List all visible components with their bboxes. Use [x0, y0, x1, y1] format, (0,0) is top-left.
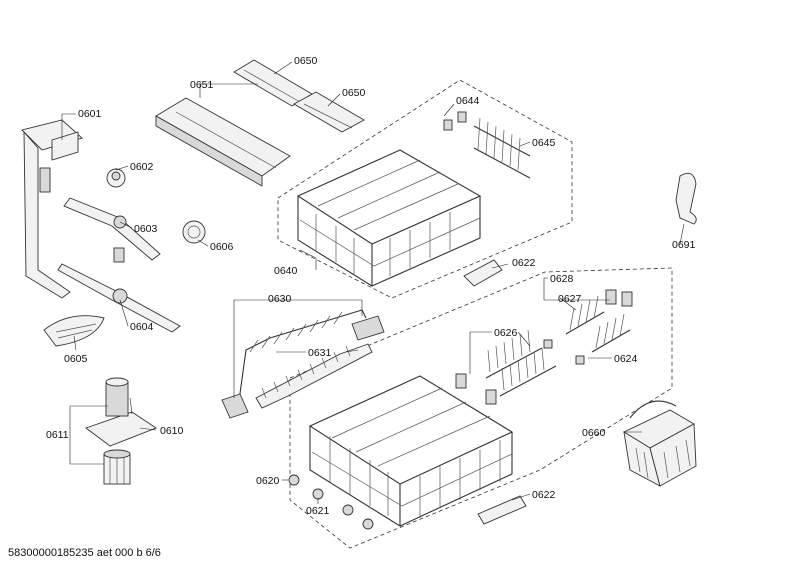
label-0601: 0601: [78, 108, 102, 120]
label-0650-lower: 0650: [342, 87, 366, 99]
label-0605: 0605: [64, 353, 88, 365]
basket-wheel: [288, 474, 374, 530]
tine-hinge-clips: [605, 289, 633, 307]
label-0606: 0606: [210, 241, 234, 253]
upper-spray-arm: [63, 197, 161, 263]
document-footer: 58300000185235 aet 000 b 6/6: [8, 547, 161, 559]
label-0621: 0621: [306, 505, 330, 517]
label-0624: 0624: [614, 353, 638, 365]
lower-spray-arm: [57, 263, 181, 333]
upper-basket: [296, 149, 482, 287]
label-0626: 0626: [494, 327, 518, 339]
label-0631: 0631: [308, 347, 332, 359]
leader-lines: [61, 61, 685, 504]
basket-clip: [443, 111, 467, 131]
label-0627: 0627: [558, 293, 582, 305]
tine-row: [255, 343, 373, 409]
label-0640: 0640: [274, 265, 298, 277]
filter-cap: [182, 220, 206, 244]
label-0622-upper: 0622: [512, 257, 536, 269]
lower-basket-group-outline: [289, 267, 673, 549]
label-0620: 0620: [256, 475, 280, 487]
label-0660: 0660: [582, 427, 606, 439]
basket-bracket-lower: [477, 495, 527, 525]
spray-arm-hub: [106, 168, 126, 188]
label-0650-upper: 0650: [294, 55, 318, 67]
cutlery-basket: [623, 400, 697, 487]
cutlery-tray: [155, 97, 291, 187]
label-0630: 0630: [268, 293, 292, 305]
lower-basket: [308, 375, 514, 527]
spray-arm-pipe: [21, 119, 83, 299]
label-0604: 0604: [130, 321, 154, 333]
label-0611: 0611: [46, 429, 69, 441]
tray-insert-lower: [293, 91, 365, 133]
basket-bracket-upper: [463, 259, 503, 287]
folding-tine-rack: [221, 309, 385, 419]
label-0602: 0602: [130, 161, 154, 173]
rack-handle: [675, 172, 697, 225]
label-0651: 0651: [190, 79, 214, 91]
plate-tine-rack-front: [455, 329, 557, 405]
micro-filter-plate: [85, 377, 157, 447]
cup-shelf-rack: [473, 117, 531, 179]
label-0628: 0628: [550, 273, 574, 285]
fine-filter-cylinder: [103, 449, 131, 485]
label-0645: 0645: [532, 137, 556, 149]
label-0622-lower: 0622: [532, 489, 556, 501]
label-0644: 0644: [456, 95, 480, 107]
plate-tine-rack-rear: [543, 295, 631, 365]
spray-arm-disc: [43, 315, 105, 347]
label-0603: 0603: [134, 223, 158, 235]
label-0610: 0610: [160, 425, 184, 437]
label-0691: 0691: [672, 239, 696, 251]
